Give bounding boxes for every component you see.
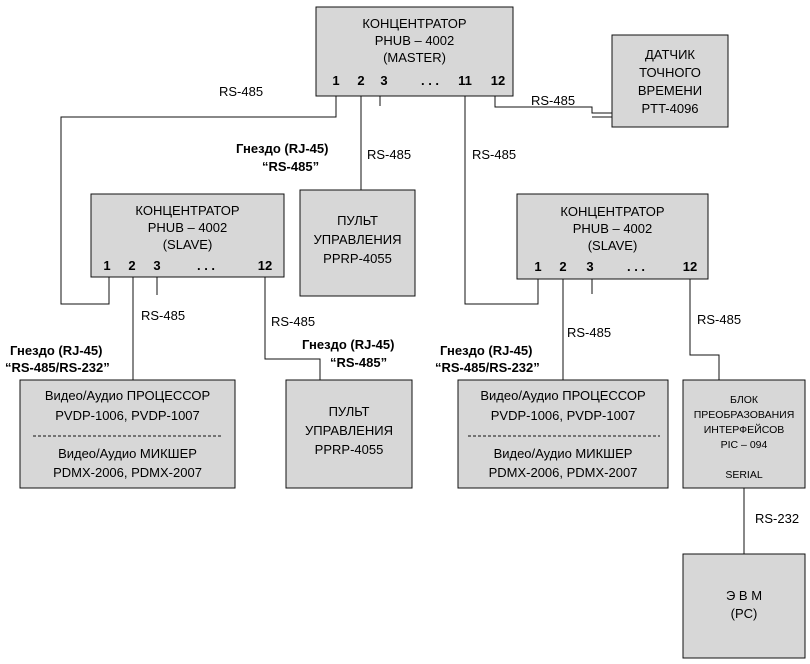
video-right-box [457, 379, 669, 489]
hub-slave-left-line: PHUB – 4002 [148, 220, 228, 235]
hub-slave-left: КОНЦЕНТРАТОР PHUB – 4002 (SLAVE) 1 2 3 .… [90, 193, 285, 278]
video-left-box [19, 379, 236, 489]
hub-master-port: 12 [491, 73, 505, 88]
jack-label-video-right: Гнездо (RJ-45) [440, 343, 532, 358]
video-left-line: Видео/Аудио МИКШЕР [58, 446, 197, 461]
hub-slave-right-port: 2 [559, 259, 566, 274]
hub-slave-right-port: 3 [586, 259, 593, 274]
link-master-p1-slave-left [60, 96, 337, 305]
time-sensor-line: PTT-4096 [641, 101, 698, 116]
label-rs485-slave-left-p12: RS-485 [271, 314, 315, 329]
jack-type-video-right: “RS-485/RS-232” [435, 360, 540, 375]
remote-bottom-line: УПРАВЛЕНИЯ [305, 423, 393, 438]
label-rs485-master-p11: RS-485 [472, 147, 516, 162]
link-master-p12-a [494, 96, 508, 108]
remote-top-box [299, 189, 416, 297]
connection-lines [60, 96, 745, 554]
label-rs232-converter: RS-232 [755, 511, 799, 526]
video-right-line: PDMX-2006, PDMX-2007 [489, 465, 638, 480]
remote-top: ПУЛЬТ УПРАВЛЕНИЯ PPRP-4055 [299, 189, 416, 297]
line-labels: RS-485 RS-485 RS-485 RS-485 RS-485 RS-48… [141, 84, 799, 526]
label-rs485-slave-right-p2: RS-485 [567, 325, 611, 340]
hub-slave-left-port: 1 [103, 258, 110, 273]
converter-line: БЛОК [730, 394, 759, 406]
hub-master-port: 3 [380, 73, 387, 88]
time-sensor-line: ТОЧНОГО [639, 65, 701, 80]
computer-box [682, 553, 806, 659]
link-master-p11-slave-right [464, 96, 539, 305]
hub-slave-right-box [516, 193, 709, 280]
remote-bottom-box [285, 379, 413, 489]
hub-slave-right-port: 1 [534, 259, 541, 274]
jack-label-video-left: Гнездо (RJ-45) [10, 343, 102, 358]
hub-slave-right-line: PHUB – 4002 [573, 221, 653, 236]
hub-slave-left-port: 3 [153, 258, 160, 273]
label-rs485-slave-right-p12: RS-485 [697, 312, 741, 327]
link-slave-right-p12-converter [689, 279, 720, 380]
video-right-line: Видео/Аудио ПРОЦЕССОР [480, 388, 645, 403]
video-left-line: PVDP-1006, PVDP-1007 [55, 408, 200, 423]
remote-top-line: ПУЛЬТ [337, 213, 378, 228]
computer-line: Э В М [726, 588, 762, 603]
label-rs485-time-sensor: RS-485 [531, 93, 575, 108]
hub-master-port: 1 [332, 73, 339, 88]
hub-slave-left-port: 2 [128, 258, 135, 273]
hub-master-port: 11 [458, 73, 472, 88]
hub-slave-right-port: 12 [683, 259, 697, 274]
remote-top-line: УПРАВЛЕНИЯ [314, 232, 402, 247]
remote-bottom-line: PPRP-4055 [315, 442, 384, 457]
jack-labels: Гнездо (RJ-45) “RS-485” Гнездо (RJ-45) “… [5, 141, 540, 375]
hub-slave-left-port: . . . [197, 258, 215, 273]
jack-type-video-left: “RS-485/RS-232” [5, 360, 110, 375]
jack-label-remote-top: Гнездо (RJ-45) [236, 141, 328, 156]
converter-line: SERIAL [725, 469, 763, 481]
video-left: Видео/Аудио ПРОЦЕССОР PVDP-1006, PVDP-10… [19, 379, 236, 489]
label-rs485-master-p2: RS-485 [367, 147, 411, 162]
hub-slave-right: КОНЦЕНТРАТОР PHUB – 4002 (SLAVE) 1 2 3 .… [516, 193, 709, 280]
label-rs485-slave-left-p2: RS-485 [141, 308, 185, 323]
converter-box [682, 379, 806, 489]
remote-bottom-line: ПУЛЬТ [329, 404, 370, 419]
hub-slave-left-line: (SLAVE) [163, 237, 213, 252]
hub-master-box [315, 6, 514, 97]
hub-master-line: PHUB – 4002 [375, 33, 455, 48]
video-right-line: Видео/Аудио МИКШЕР [494, 446, 633, 461]
video-right-line: PVDP-1006, PVDP-1007 [491, 408, 636, 423]
time-sensor: ДАТЧИК ТОЧНОГО ВРЕМЕНИ PTT-4096 [611, 34, 729, 128]
jack-type-remote-bottom: “RS-485” [330, 355, 387, 370]
converter: БЛОК ПРЕОБРАЗОВАНИЯ ИНТЕРФЕЙСОВ PIC – 09… [682, 379, 806, 489]
video-left-line: Видео/Аудио ПРОЦЕССОР [45, 388, 210, 403]
label-rs485-master-p1: RS-485 [219, 84, 263, 99]
hub-slave-right-line: КОНЦЕНТРАТОР [560, 204, 664, 219]
computer-line: (PC) [731, 606, 758, 621]
jack-type-remote-top: “RS-485” [262, 159, 319, 174]
hub-slave-right-port: . . . [627, 259, 645, 274]
jack-label-remote-bottom: Гнездо (RJ-45) [302, 337, 394, 352]
converter-line: ИНТЕРФЕЙСОВ [704, 423, 785, 436]
hub-master-port: . . . [421, 73, 439, 88]
hub-master-line: (MASTER) [383, 50, 446, 65]
hub-slave-left-box [90, 193, 285, 278]
converter-line: PIC – 094 [721, 439, 768, 451]
remote-top-line: PPRP-4055 [323, 251, 392, 266]
time-sensor-box [611, 34, 729, 128]
time-sensor-line: ВРЕМЕНИ [638, 83, 702, 98]
link-master-p12-b [508, 106, 612, 114]
video-right: Видео/Аудио ПРОЦЕССОР PVDP-1006, PVDP-10… [457, 379, 669, 489]
remote-bottom: ПУЛЬТ УПРАВЛЕНИЯ PPRP-4055 [285, 379, 413, 489]
hub-master: КОНЦЕНТРАТОР PHUB – 4002 (MASTER) 1 2 3 … [315, 6, 514, 97]
hub-slave-left-port: 12 [258, 258, 272, 273]
video-left-line: PDMX-2006, PDMX-2007 [53, 465, 202, 480]
link-slave-left-p12-remote [264, 277, 321, 380]
hub-master-port: 2 [357, 73, 364, 88]
hub-slave-right-line: (SLAVE) [588, 238, 638, 253]
time-sensor-line: ДАТЧИК [645, 47, 695, 62]
computer: Э В М (PC) [682, 553, 806, 659]
hub-master-line: КОНЦЕНТРАТОР [362, 16, 466, 31]
hub-slave-left-line: КОНЦЕНТРАТОР [135, 203, 239, 218]
converter-line: ПРЕОБРАЗОВАНИЯ [694, 409, 795, 421]
